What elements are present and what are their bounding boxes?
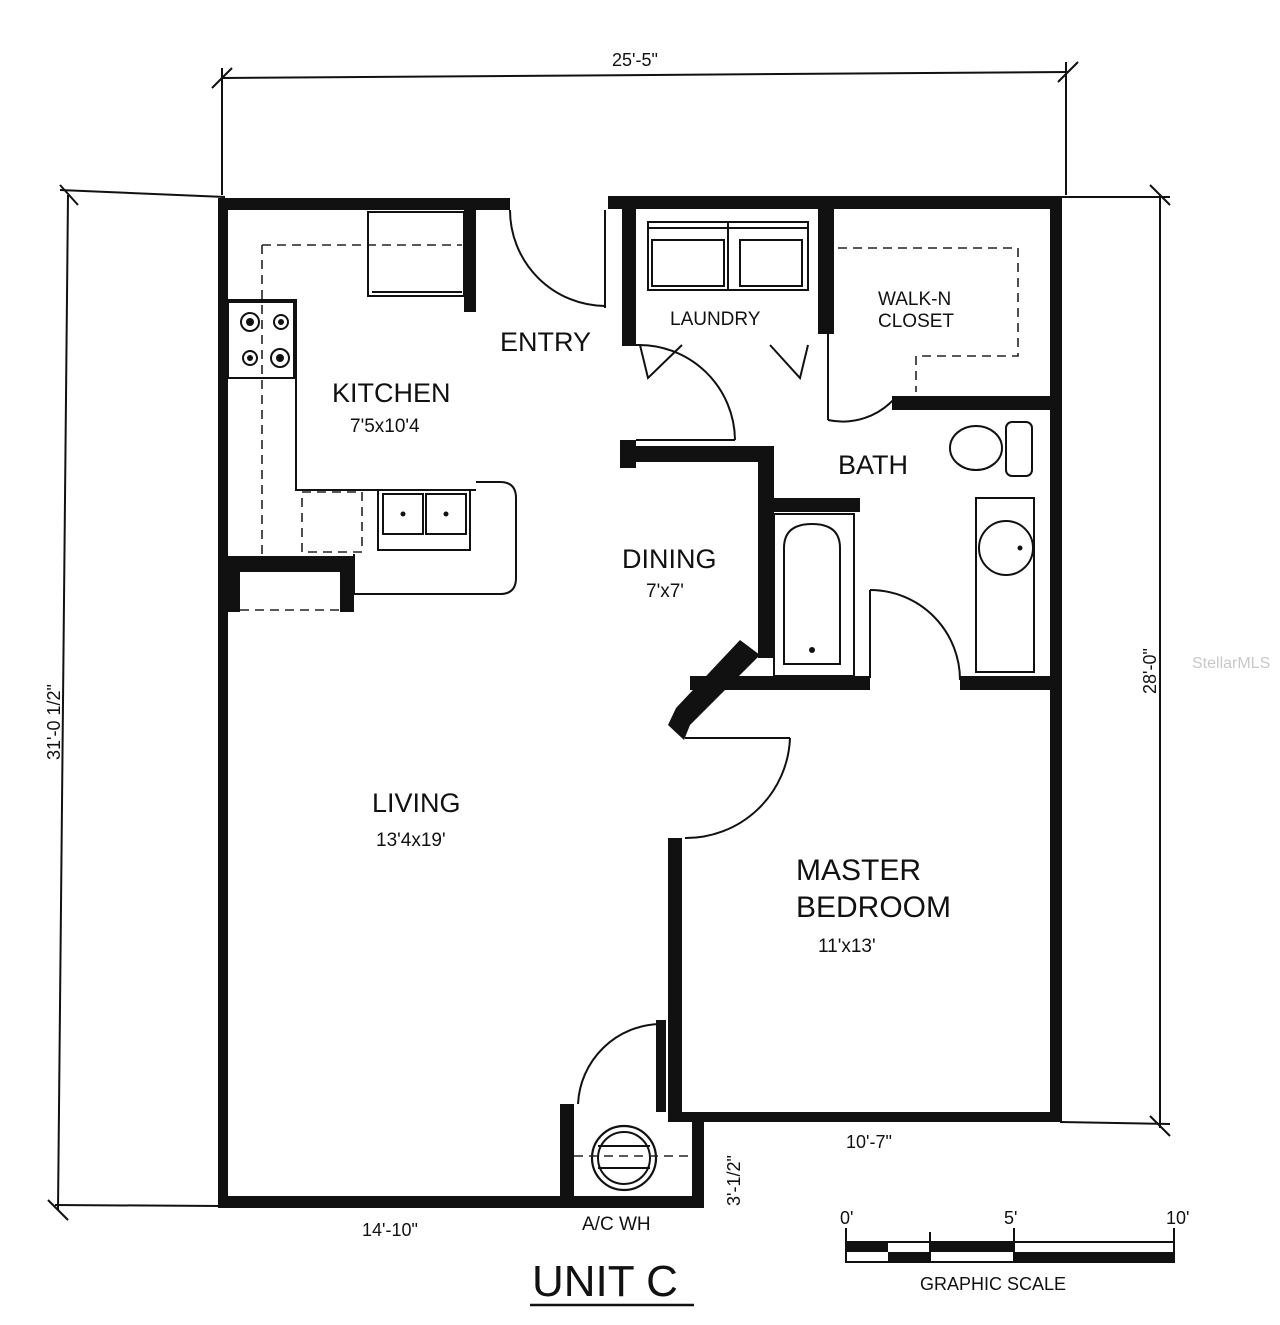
dim-bottom-left: 14'-10" bbox=[362, 1220, 418, 1240]
closet-label-line1: WALK-N bbox=[878, 289, 951, 310]
watermark: StellarMLS bbox=[1192, 655, 1270, 672]
closet-label-line2: CLOSET bbox=[878, 311, 954, 332]
dining-label: DINING bbox=[622, 544, 717, 574]
dim-left: 31'-0 1/2" bbox=[44, 684, 64, 760]
scale-tick-0: 0' bbox=[840, 1208, 853, 1228]
master-label-line2: BEDROOM bbox=[796, 891, 951, 924]
dim-top: 25'-5" bbox=[612, 50, 658, 70]
graphic-scale bbox=[845, 1228, 1175, 1263]
living-size: 13'4x19' bbox=[376, 830, 446, 851]
scale-label: GRAPHIC SCALE bbox=[920, 1274, 1066, 1294]
dimension-lines bbox=[47, 61, 1171, 1221]
master-label-line1: MASTER bbox=[796, 854, 921, 887]
master-size: 11'x13' bbox=[818, 936, 876, 957]
entry-label: ENTRY bbox=[500, 327, 591, 357]
ac-wh-label: A/C WH bbox=[582, 1214, 651, 1235]
windows bbox=[340, 1114, 925, 1205]
dim-right: 28'-0" bbox=[1140, 648, 1160, 694]
scale-tick-10: 10' bbox=[1166, 1208, 1189, 1228]
walls bbox=[218, 196, 1062, 1208]
living-label: LIVING bbox=[372, 788, 461, 818]
unit-title: UNIT C bbox=[532, 1257, 678, 1306]
dim-bottom-right: 10'-7" bbox=[846, 1132, 892, 1152]
dim-ac-depth: 3'-1/2" bbox=[724, 1155, 744, 1206]
dining-size: 7'x7' bbox=[646, 581, 684, 602]
doors bbox=[509, 209, 961, 1105]
laundry-label: LAUNDRY bbox=[670, 309, 761, 330]
fixtures bbox=[227, 211, 1035, 1192]
bath-label: BATH bbox=[838, 450, 908, 480]
scale-tick-5: 5' bbox=[1004, 1208, 1017, 1228]
kitchen-size: 7'5x10'4 bbox=[350, 416, 420, 437]
kitchen-label: KITCHEN bbox=[332, 378, 451, 408]
